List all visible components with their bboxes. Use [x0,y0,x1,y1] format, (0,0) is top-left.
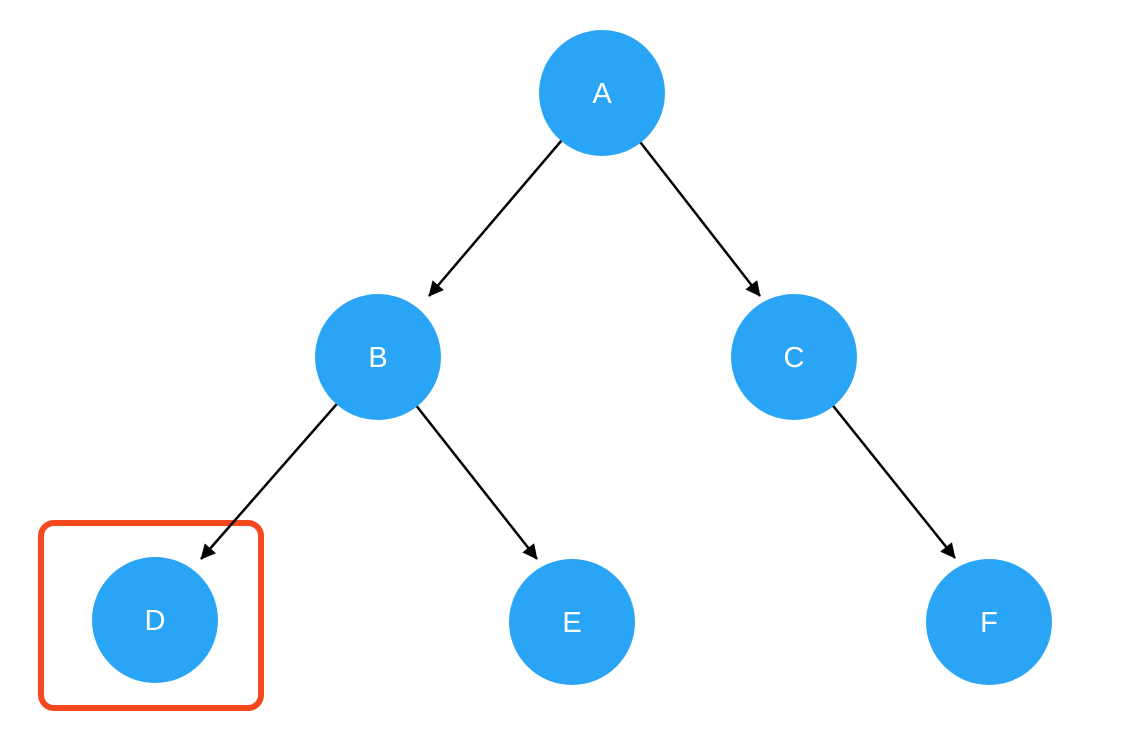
node-a-circle [539,30,665,156]
node-c-circle [731,294,857,420]
node-b-circle [315,294,441,420]
node-d-label: D [145,605,166,637]
node-f-circle [926,559,1052,685]
node-f-label: F [980,607,998,639]
node-c-label: C [784,342,805,374]
node-d-circle [92,557,218,683]
node-a-label: A [592,78,612,110]
node-b-label: B [368,342,387,374]
node-e-label: E [562,607,581,639]
node-e-circle [509,559,635,685]
highlight-box-node-d [38,520,264,711]
